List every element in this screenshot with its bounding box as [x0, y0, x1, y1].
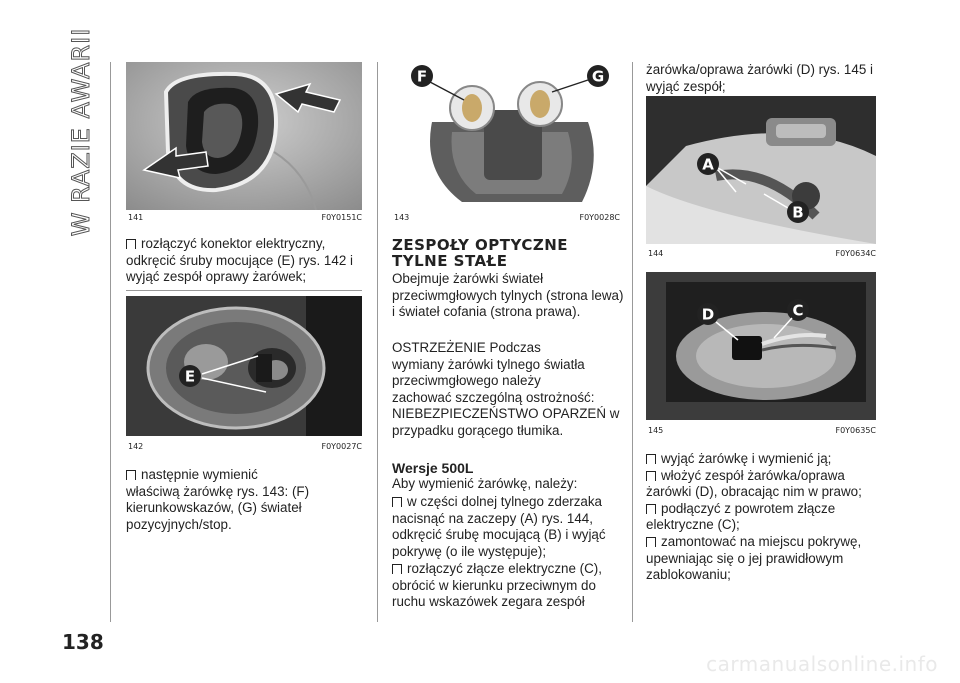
- col3-steps: wyjąć żarówkę i wymienić ją; włożyć zesp…: [646, 451, 862, 583]
- figure-code: F0Y0634C: [835, 249, 876, 258]
- figure-144-image: A B: [646, 96, 876, 244]
- step-bullet-icon: [126, 470, 136, 480]
- figure-number: 145: [648, 426, 664, 435]
- figure-145-caption: 145 F0Y0635C: [648, 426, 876, 436]
- figure-145-image: D C: [646, 272, 876, 420]
- col3-continuation: żarówka/oprawa żarówki (D) rys. 145 i wy…: [646, 62, 873, 94]
- callout-a: A: [702, 156, 714, 174]
- callout-c: C: [792, 302, 803, 320]
- figure-number: 144: [648, 249, 664, 258]
- figure-number: 143: [394, 213, 410, 222]
- col1-step2: następnie wymienić właściwą żarówkę rys.…: [126, 467, 310, 532]
- section-title: W RAZIE AWARII: [67, 27, 96, 237]
- version-subheading: Wersje 500L: [392, 460, 474, 476]
- column-divider: [632, 62, 633, 622]
- callout-g: G: [592, 68, 604, 86]
- col2-step2: rozłączyć złącze elektryczne (C), obróci…: [392, 561, 602, 610]
- column-divider: [377, 62, 378, 622]
- step-bullet-icon: [646, 454, 656, 464]
- col2-warning: OSTRZEŻENIE Podczas wymiany żarówki tyln…: [392, 340, 620, 438]
- figure-141-image: [126, 62, 362, 210]
- step-bullet-icon: [126, 239, 136, 249]
- section-heading: ZESPOŁY OPTYCZNE TYLNE STAŁE: [392, 236, 569, 270]
- figure-143-caption: 143 F0Y0028C: [394, 213, 620, 223]
- figure-code: F0Y0151C: [321, 213, 362, 222]
- col2-intro: Obejmuje żarówki świateł przeciwmgłowych…: [392, 271, 624, 320]
- callout-f: F: [417, 68, 427, 86]
- callout-e: E: [185, 368, 195, 386]
- figure-144-caption: 144 F0Y0634C: [648, 249, 876, 259]
- col1-step1: rozłączyć konektor elektryczny, odkręcić…: [126, 236, 353, 285]
- col2-lead: Aby wymienić żarówkę, należy:: [392, 476, 578, 491]
- separator: [126, 290, 362, 291]
- step-bullet-icon: [392, 564, 402, 574]
- figure-141-caption: 141 F0Y0151C: [128, 213, 362, 223]
- callout-d: D: [702, 306, 714, 324]
- figure-number: 141: [128, 213, 144, 222]
- step-bullet-icon: [646, 503, 656, 514]
- figure-142-caption: 142 F0Y0027C: [128, 442, 362, 452]
- watermark: carmanualsonline.info: [706, 652, 938, 676]
- figure-code: F0Y0027C: [321, 442, 362, 451]
- step-bullet-icon: [646, 470, 656, 481]
- callout-b: B: [792, 204, 803, 222]
- col2-step1: w części dolnej tylnego zderzaka nacisną…: [392, 494, 606, 559]
- figure-code: F0Y0635C: [835, 426, 876, 435]
- figure-143-image: F G: [392, 62, 620, 210]
- step-bullet-icon: [646, 536, 656, 547]
- figure-142-image: E: [126, 296, 362, 436]
- figure-number: 142: [128, 442, 144, 451]
- page-number: 138: [62, 630, 104, 654]
- column-divider: [110, 62, 111, 622]
- figure-code: F0Y0028C: [579, 213, 620, 222]
- step-bullet-icon: [392, 497, 402, 507]
